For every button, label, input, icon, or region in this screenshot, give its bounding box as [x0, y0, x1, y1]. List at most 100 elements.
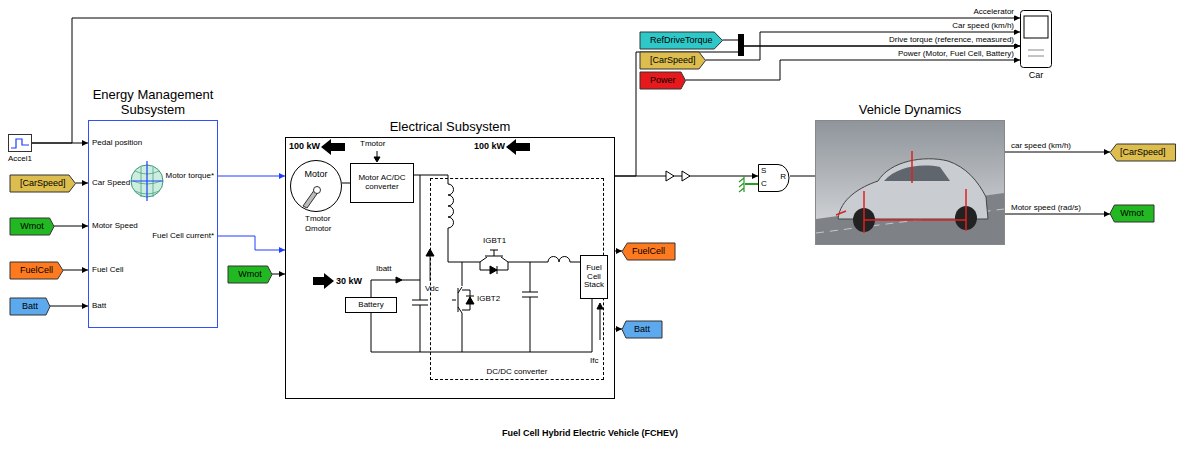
block-label: Wmot	[238, 266, 262, 283]
motor-circle	[291, 161, 342, 212]
signal-name: Car speed (km/h)	[951, 21, 1015, 30]
tag-shape	[10, 175, 76, 192]
goto-tag: FuelCell	[622, 243, 675, 260]
from-tag: Power	[640, 72, 686, 89]
signal-builder-block: Accel1	[8, 134, 32, 152]
motor-hub	[314, 187, 321, 194]
block-label: C	[761, 179, 767, 188]
block-label: RefDriveTorque	[650, 32, 713, 49]
signal-line	[76, 183, 88, 184]
tag-shape	[1110, 144, 1176, 161]
goto-tag: Batt	[622, 321, 662, 338]
diode	[466, 297, 474, 304]
current-arrow	[600, 308, 601, 340]
vd-outline	[816, 121, 1004, 244]
goto-tag: Wmot	[1110, 205, 1154, 222]
signal-line	[706, 32, 1020, 60]
schematic-label: Tmotor	[305, 214, 330, 223]
mechanical-ground	[745, 183, 758, 185]
torque-arrow	[377, 151, 378, 157]
schematic-label: IGBT1	[483, 236, 506, 245]
schematic-label: 100 kW	[289, 141, 320, 151]
block-label: Power	[650, 72, 676, 89]
inductor-coil	[448, 184, 454, 228]
signal-line	[50, 306, 88, 307]
signal-name: Drive torque (reference, measured)	[888, 35, 1015, 44]
schematic-label: 30 kW	[336, 276, 362, 286]
arrow-head	[374, 157, 380, 162]
from-tag: Batt	[10, 298, 50, 315]
block-label: Fuel Cell Stack	[584, 264, 604, 290]
tag-shape	[622, 321, 662, 338]
block-label: Battery	[358, 301, 383, 310]
sensor-frame	[759, 165, 790, 192]
goto-tag: [CarSpeed]	[1110, 144, 1176, 161]
motor-symbol: Motor	[290, 160, 342, 212]
figure-caption: Fuel Cell Hybrid Electric Vehicle (FCHEV…	[0, 428, 1180, 438]
block-label: [CarSpeed]	[650, 52, 696, 69]
mechanical-ground	[739, 176, 744, 192]
scope-screen	[1024, 16, 1048, 38]
schematic-label: Vdc	[425, 284, 439, 293]
igbt2-symbol	[452, 262, 470, 352]
signal-line	[1005, 152, 1110, 153]
port-label: Motor torque*	[166, 171, 214, 180]
scope-block: Car	[1020, 10, 1052, 68]
dcdc-converter-region: DC/DC converterFuel Cell Stack	[430, 178, 604, 380]
signal-converter-marker	[666, 171, 690, 181]
block-label: FuelCell	[20, 262, 53, 279]
vehicle-dynamics-block: Vehicle Dynamics	[815, 120, 1005, 245]
from-tag: [CarSpeed]	[10, 175, 76, 192]
tag-shape	[622, 243, 675, 260]
scope-outline	[1020, 10, 1052, 68]
from-tag: FuelCell	[10, 262, 63, 279]
signal-name: car speed (km/h)	[1010, 141, 1072, 150]
signal-name: Motor speed (rad/s)	[1010, 203, 1082, 212]
block-label: Wmot	[20, 218, 44, 235]
schematic-label: Tmotor	[360, 139, 385, 148]
block-label: R	[780, 172, 786, 181]
block-name: Accel1	[8, 154, 32, 163]
mux-bar	[738, 34, 744, 56]
block-title: Energy Management Subsystem	[78, 88, 228, 118]
port-label: Batt	[92, 301, 106, 310]
block-label: [CarSpeed]	[20, 175, 66, 192]
from-tag: RefDriveTorque	[640, 32, 723, 49]
waveform-icon	[11, 139, 29, 148]
tag-shape	[640, 72, 686, 89]
tag-shape	[640, 52, 706, 69]
port-label: Pedal position	[92, 138, 142, 147]
port-label: Fuel Cell current*	[152, 231, 214, 240]
motion-sensor-block: SC R	[758, 164, 790, 192]
signal-line	[218, 236, 285, 250]
power-flow-arrow	[313, 273, 334, 289]
car-windows	[884, 166, 950, 181]
motor-outline	[290, 160, 342, 212]
diode	[490, 266, 497, 274]
block-label: Batt	[22, 298, 38, 315]
schematic-label: 100 kW	[474, 141, 505, 151]
scene-background	[816, 121, 1004, 244]
schematic-label: Ωmotor	[305, 224, 331, 233]
subsystem-block: Electrical SubsystemMotorMotor AC/DC con…	[285, 137, 615, 399]
power-flow-arrow	[321, 139, 345, 155]
converter-box: Motor AC/DC converter	[350, 163, 414, 203]
arrow-head	[396, 277, 402, 283]
schematic-label: Ibatt	[376, 264, 392, 273]
block-label: S	[761, 166, 766, 175]
subsystem-block: Energy Management SubsystemPedal positio…	[88, 120, 218, 328]
signal-line	[686, 60, 1020, 80]
block-label: Motor AC/DC converter	[354, 174, 410, 192]
signal-name: Accelerator	[973, 7, 1015, 16]
signal-line	[1005, 214, 1110, 215]
scope-frame	[1021, 11, 1052, 68]
tag-shape	[10, 218, 54, 235]
arrow-head	[597, 303, 603, 309]
from-tag: Wmot	[228, 266, 272, 283]
block-frame	[9, 135, 32, 152]
igbt1-symbol	[480, 250, 508, 270]
block-title: Electrical Subsystem	[340, 120, 560, 135]
output-inductor	[548, 257, 570, 263]
block-label: Wmot	[1120, 205, 1144, 222]
